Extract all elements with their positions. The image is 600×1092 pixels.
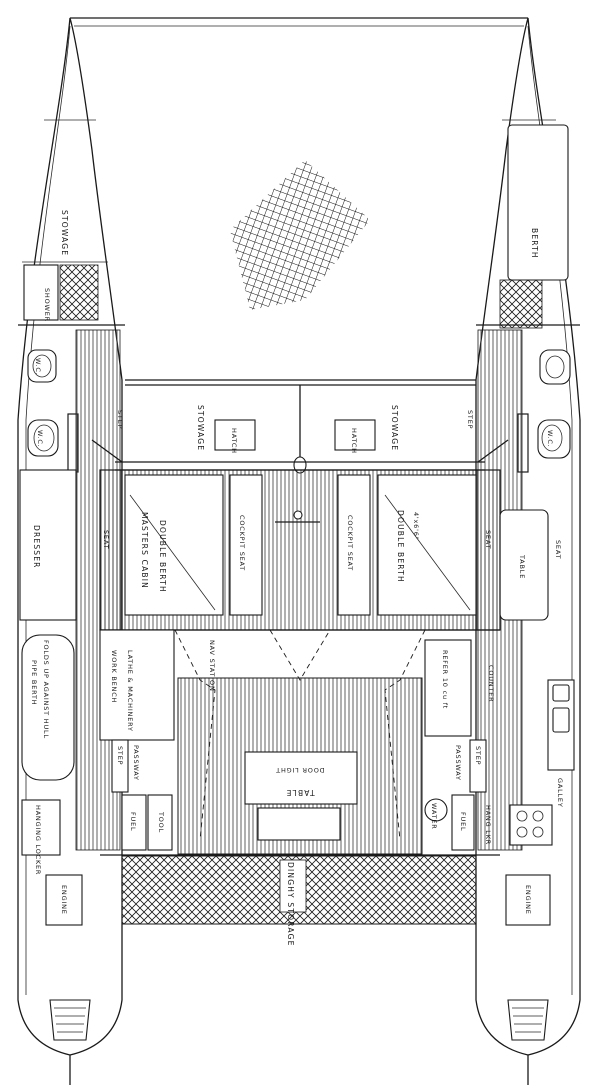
label-pipe-berth: PIPE BERTH	[30, 660, 38, 705]
label-seat-port: SEAT	[102, 530, 110, 549]
masters-cabin-berth	[124, 474, 224, 616]
label-hatch-stbd: HATCH	[350, 428, 358, 454]
label-shower: SHOWER	[43, 288, 51, 322]
label-counter: COUNTER	[487, 665, 495, 702]
engine-port	[45, 874, 83, 926]
labels: STOWAGE BERTH SHOWER W.C. W.C. W.C. STEP…	[30, 210, 564, 947]
label-masters-cabin: MASTERS CABIN	[140, 512, 149, 589]
hanging-locker	[21, 799, 61, 856]
hatch-port	[214, 419, 256, 451]
label-double-berth-port: DOUBLE BERTH	[158, 520, 167, 593]
label-hatch-port: HATCH	[230, 428, 238, 454]
trampoline-netting	[230, 160, 370, 310]
label-water: WATER	[430, 803, 438, 830]
wc-top-port	[27, 349, 57, 383]
hatch-stbd	[334, 419, 376, 451]
refer	[424, 639, 472, 737]
work-bench	[99, 629, 175, 741]
wc-port	[27, 419, 59, 457]
wc-top-stbd	[539, 349, 571, 385]
fuel-stbd	[451, 794, 475, 851]
label-dresser: DRESSER	[32, 525, 41, 569]
label-folds-up: FOLDS UP AGAINST HULL	[42, 640, 50, 739]
label-dinghy-storage: DINGHY STORAGE	[286, 862, 295, 947]
dresser	[19, 469, 77, 621]
label-galley: GALLEY	[556, 778, 564, 808]
tool-locker	[147, 794, 173, 851]
step-lower-stbd	[469, 739, 487, 793]
cockpit-seat-port	[229, 474, 263, 616]
stove	[509, 804, 553, 846]
label-lathe-machinery: LATHE & MACHINERY	[126, 650, 134, 732]
stbd-bow-hatch	[507, 999, 549, 1041]
label-work-bench: WORK BENCH	[110, 650, 118, 703]
label-hang-locker-stbd: HANG LKR	[484, 805, 492, 845]
label-engine-port: ENGINE	[60, 885, 68, 915]
cockpit-seat-stbd	[337, 474, 371, 616]
shower-grating	[59, 264, 99, 321]
saloon-table	[244, 751, 358, 805]
label-nav-station: NAV STATION	[208, 640, 216, 692]
pipe-berth	[21, 634, 75, 781]
step-lower-port	[111, 739, 129, 793]
hanging-locker-center	[257, 807, 341, 841]
label-tool: TOOL	[157, 811, 165, 833]
label-fuel-port: FUEL	[129, 812, 137, 831]
label-wc-port: W.C.	[36, 430, 44, 448]
label-stowage-center-port: STOWAGE	[196, 405, 205, 451]
label-berth-stbd-bow: BERTH	[530, 228, 539, 259]
label-cockpit-seat-stbd: COCKPIT SEAT	[346, 515, 354, 571]
label-seat-table-side: SEAT	[554, 540, 562, 559]
label-refer: REFER 10 cu ft	[441, 650, 449, 709]
fuel-port	[121, 794, 147, 851]
shower	[23, 264, 59, 321]
water-tank	[424, 798, 448, 822]
label-step-lower-stbd: STEP	[474, 746, 482, 765]
label-wc-stbd: W.C.	[546, 430, 554, 448]
double-berth-stbd	[377, 474, 477, 616]
label-berth-size: 4'x6'6"	[412, 512, 420, 540]
forward-deck	[70, 17, 528, 310]
label-hanging-locker: HANGING LOCKER	[34, 805, 42, 875]
label-table-stbd: TABLE	[518, 554, 526, 579]
port-bow-hatch	[49, 999, 91, 1041]
label-door-light: DOOR LIGHT	[275, 766, 324, 774]
label-engine-stbd: ENGINE	[524, 885, 532, 915]
bridge-deck	[91, 379, 509, 925]
label-step-lower-port: STEP	[116, 746, 124, 765]
label-step-stbd: STEP	[466, 410, 474, 429]
label-fuel-stbd: FUEL	[459, 812, 467, 831]
label-seat-stbd: SEAT	[484, 530, 492, 549]
label-passway-stbd: PASSWAY	[454, 745, 462, 781]
label-double-berth-stbd: DOUBLE BERTH	[396, 510, 405, 583]
engine-stbd	[505, 874, 551, 926]
label-stowage-port-bow: STOWAGE	[60, 210, 69, 256]
label-cockpit-seat-port: COCKPIT SEAT	[238, 515, 246, 571]
label-passway-port: PASSWAY	[132, 745, 140, 781]
label-step-port: STEP	[116, 410, 124, 429]
label-stowage-center-stbd: STOWAGE	[390, 405, 399, 451]
label-wc-top-port: W.C.	[34, 358, 42, 376]
label-table-center: TABLE	[285, 788, 315, 797]
